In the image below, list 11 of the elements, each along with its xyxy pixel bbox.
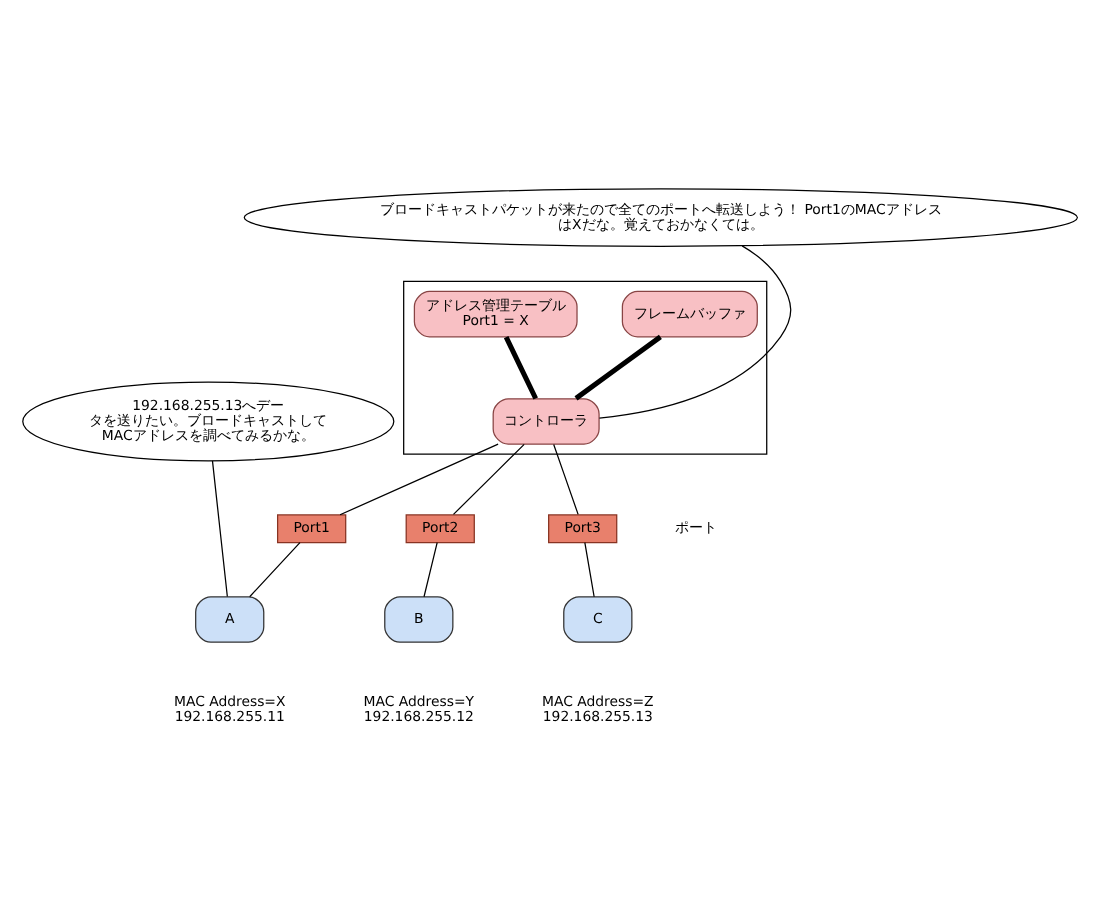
connector	[249, 542, 301, 598]
connector	[553, 443, 579, 516]
connector	[452, 443, 525, 516]
connector	[211, 460, 228, 598]
connector	[584, 542, 595, 598]
connector	[598, 245, 792, 419]
connector	[339, 443, 499, 516]
connector	[574, 334, 662, 401]
cluster	[403, 280, 768, 455]
connector	[423, 542, 438, 598]
connector	[503, 336, 538, 400]
